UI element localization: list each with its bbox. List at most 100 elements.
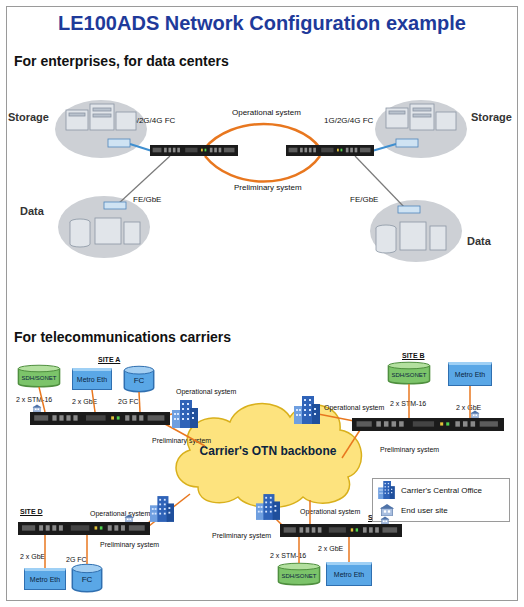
legend-icon	[380, 504, 394, 516]
site-link	[92, 390, 95, 412]
le100ads-unit	[150, 145, 374, 156]
group-ellipse	[55, 100, 147, 158]
cylinder-top	[124, 366, 153, 374]
group-ellipse	[375, 100, 467, 158]
central-office-building	[294, 396, 320, 424]
link-label: 2G FC	[118, 398, 139, 405]
site-name: SITE D	[20, 508, 43, 515]
link-label: 2 x STM-16	[390, 400, 426, 407]
storage-group: Storage	[375, 100, 467, 158]
link-label: FE/GbE	[350, 196, 378, 204]
link-label: 1G/2G/4G FC	[324, 117, 373, 125]
storage-array	[93, 108, 111, 111]
link-label: 1G/2G/4G FC	[126, 117, 175, 125]
group-heading: Data	[467, 236, 491, 248]
ethernet-link	[118, 156, 170, 204]
site-link	[408, 384, 410, 418]
link-label: Preliminary system	[380, 446, 439, 453]
storage-array	[66, 110, 88, 130]
sdh-sonet-equipment: SDH/SONET	[278, 563, 320, 585]
link-label: Preliminary system	[234, 184, 302, 192]
metro-ethernet-switch: Metro Eth	[448, 362, 492, 386]
fc-link	[372, 144, 396, 151]
metro-ethernet-switch: Metro Eth	[72, 368, 112, 390]
storage-array	[90, 104, 114, 130]
link-label: 2 x STM-16	[16, 396, 52, 403]
site-link	[44, 535, 46, 568]
site-link	[146, 514, 158, 525]
le100ads-unit	[352, 418, 504, 431]
server	[400, 222, 426, 250]
data-group: Data	[370, 200, 462, 262]
storage-array	[413, 114, 431, 117]
link-label: Preliminary system	[212, 532, 271, 539]
link-label: 2 x GbE	[318, 545, 343, 552]
le100ads-unit	[18, 412, 504, 537]
site-name: SITE B	[402, 352, 425, 359]
storage-array	[93, 114, 111, 117]
site-link	[140, 494, 190, 533]
server	[70, 222, 90, 247]
site-name: SITE A	[98, 356, 120, 363]
operational-fiber-link	[205, 124, 320, 148]
end-user-site-icon	[471, 411, 480, 419]
central-office-building	[172, 400, 198, 428]
le100ads-unit	[150, 145, 238, 156]
storage-array	[436, 112, 456, 130]
site-link	[86, 535, 88, 564]
section-heading: For enterprises, for data centers	[14, 54, 229, 68]
switch	[104, 139, 420, 213]
link-label: 2 x GbE	[456, 404, 481, 411]
storage-array	[413, 108, 431, 111]
switch	[396, 139, 418, 147]
le100ads-unit	[280, 524, 402, 537]
cloud-outline	[176, 404, 361, 508]
link-label: 2 x GbE	[72, 398, 97, 405]
server	[124, 222, 140, 244]
central-office-building	[150, 496, 174, 522]
preliminary-fiber-link	[205, 156, 320, 182]
end-user-site-icon	[125, 515, 134, 523]
legend-icon	[378, 481, 395, 516]
page-border	[7, 7, 518, 601]
storage-array	[410, 104, 434, 130]
storage-array	[386, 108, 408, 128]
switch	[398, 206, 420, 213]
node-label: Metro Eth	[455, 371, 485, 378]
legend-icon	[378, 481, 395, 499]
storage-array	[66, 104, 456, 130]
node-label: Metro Eth	[30, 576, 60, 583]
end-user-site-icon	[33, 405, 42, 413]
node-label: SDH/SONET	[391, 372, 426, 378]
site-link	[309, 500, 311, 524]
legend-text: Carrier's Central Office	[401, 487, 482, 495]
node-label: SDH/SONET	[281, 573, 316, 579]
link-label: Preliminary system	[100, 541, 159, 548]
site-link	[275, 518, 284, 527]
fc-link	[130, 144, 152, 151]
sdh-sonet-equipment: SDH/SONET	[18, 365, 60, 387]
cylinder-top	[388, 362, 429, 369]
preliminary-fiber-link	[205, 156, 320, 182]
le100ads-unit	[286, 145, 374, 156]
server	[70, 219, 90, 225]
group-ellipse	[55, 100, 147, 158]
cylinder-top	[72, 564, 101, 572]
server	[376, 225, 396, 231]
central-office-building	[256, 494, 280, 520]
node-label: SDH/SONET	[21, 375, 56, 381]
metro-ethernet-switch: Metro Eth	[24, 568, 66, 590]
legend-text: End user site	[401, 507, 448, 515]
node-label: FC	[82, 576, 93, 584]
group-ellipse	[58, 196, 150, 258]
section-heading: For telecommunications carriers	[14, 330, 231, 344]
legend-box: Carrier's Central OfficeEnd user site	[372, 478, 510, 522]
storage-group: Storage	[55, 100, 147, 158]
node-label: FC	[134, 377, 145, 385]
storage-array	[69, 113, 85, 116]
site-link	[139, 392, 140, 412]
link-label: Operational system	[324, 404, 384, 411]
end-user-site-icon	[33, 405, 480, 525]
